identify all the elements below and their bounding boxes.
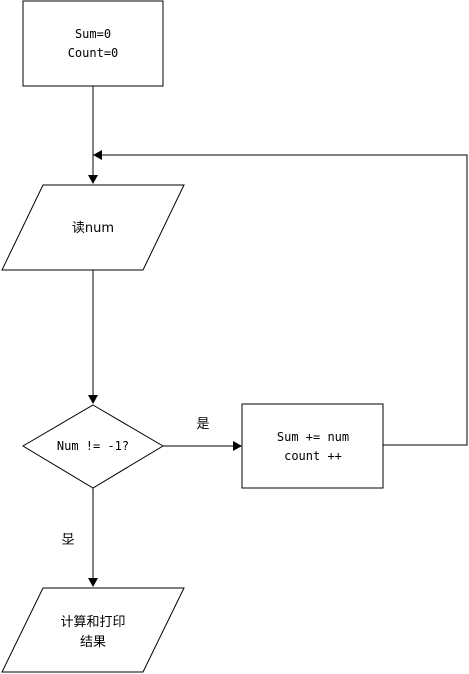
- read-input-label: 读num: [72, 221, 114, 236]
- init-box-line-1: Sum=0: [75, 27, 111, 41]
- read-input-shape: [1, 184, 185, 271]
- output-shape: [1, 587, 185, 673]
- init-box-line-2: Count=0: [68, 46, 119, 60]
- yes-branch-label: 是: [196, 417, 209, 432]
- connectors: [88, 86, 468, 587]
- accumulate-box: Sum += num count ++: [241, 403, 384, 489]
- init-box-shape: [22, 0, 164, 87]
- arrowhead-decision-no: [88, 578, 98, 587]
- output-line-1: 计算和打印: [60, 615, 125, 630]
- output-line-2: 结果: [80, 635, 106, 650]
- accumulate-box-shape: [241, 403, 384, 489]
- no-branch-label: 否: [61, 530, 74, 545]
- decision-label: Num != -1?: [57, 439, 129, 453]
- read-input-node: 读num: [1, 184, 185, 271]
- arrowhead-read-to-decision: [88, 395, 98, 404]
- decision-node: Num != -1?: [22, 404, 164, 489]
- decision-shape: [22, 404, 164, 489]
- arrowhead-decision-yes: [233, 441, 242, 451]
- init-box: Sum=0 Count=0: [22, 0, 164, 87]
- arrowhead-loop-back: [93, 150, 102, 160]
- accumulate-box-line-1: Sum += num: [277, 430, 349, 444]
- arrowhead-init-to-loop: [88, 175, 98, 184]
- connector-loop-back: [101, 154, 468, 446]
- output-node: 计算和打印 结果: [1, 587, 185, 673]
- accumulate-box-line-2: count ++: [284, 449, 342, 463]
